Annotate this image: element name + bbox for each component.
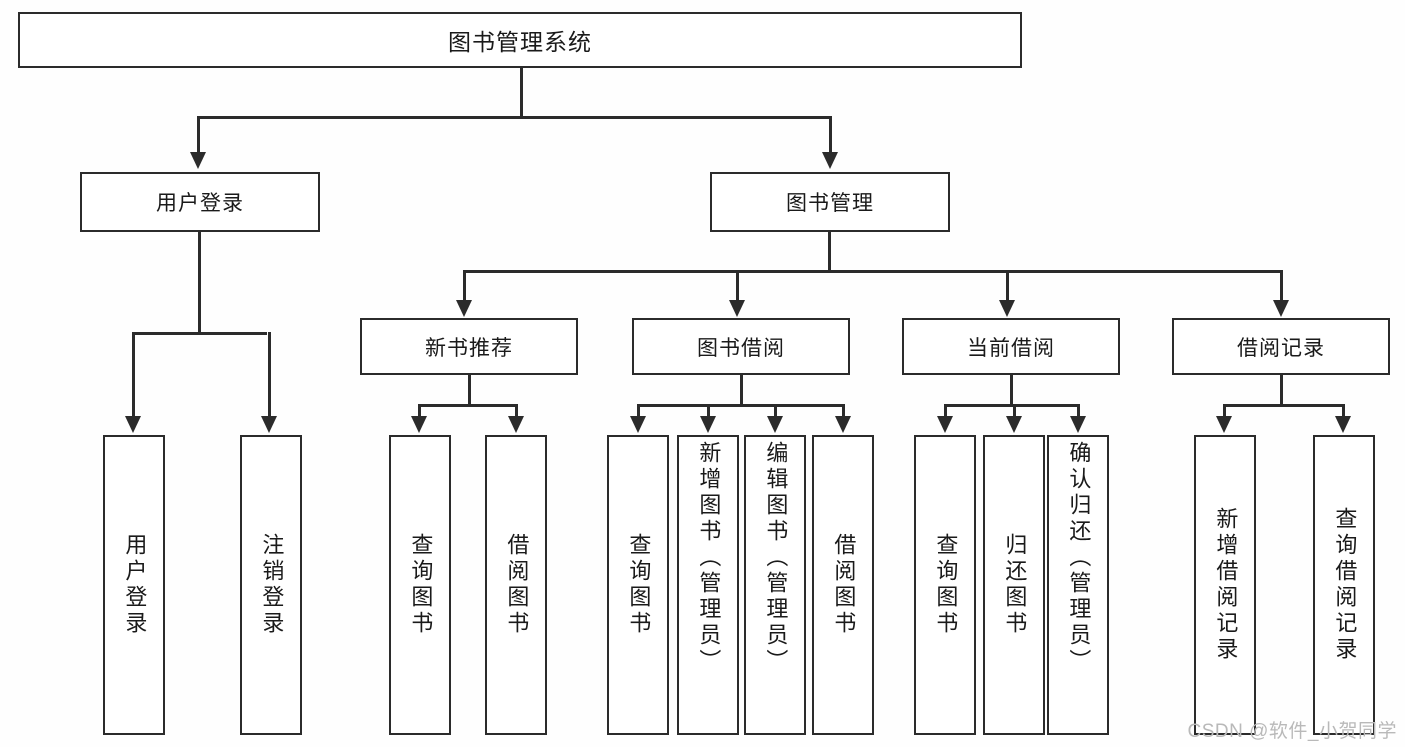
leaf-label: 注销登录 xyxy=(259,533,285,637)
leaf-query-borrow-record[interactable]: 查询借阅记录 xyxy=(1313,435,1375,735)
leaf-label: 新增借阅记录 xyxy=(1213,507,1239,663)
arrow-bookmgmt-to-current xyxy=(999,300,1015,317)
leaf-label: 查询图书 xyxy=(408,533,434,637)
node-book-management[interactable]: 图书管理 xyxy=(710,172,950,232)
connector-bookborrow-to-leaf3 xyxy=(774,404,777,418)
connector-borrowrecord-stem xyxy=(1280,375,1283,407)
leaf-query-book-recommend[interactable]: 查询图书 xyxy=(389,435,451,735)
node-new-book-recommend[interactable]: 新书推荐 xyxy=(360,318,578,375)
arrow-newbook-to-leaf2 xyxy=(508,416,524,433)
node-label: 新书推荐 xyxy=(425,336,513,360)
arrow-currentborrow-to-leaf3 xyxy=(1070,416,1086,433)
node-user-login[interactable]: 用户登录 xyxy=(80,172,320,232)
node-root-system[interactable]: 图书管理系统 xyxy=(18,12,1022,68)
watermark-text: CSDN @软件_小贺同学 xyxy=(1187,721,1397,742)
connector-root-stem xyxy=(520,68,523,117)
connector-userlogin-to-leaf1 xyxy=(132,332,135,418)
leaf-query-book-current[interactable]: 查询图书 xyxy=(914,435,976,735)
connector-bookmgmt-to-newbook xyxy=(463,270,466,303)
leaf-confirm-return-admin[interactable]: 确认归还（管理员） xyxy=(1047,435,1109,735)
arrow-root-to-bookmgmt xyxy=(822,152,838,169)
connector-currentborrow-stem xyxy=(1010,375,1013,407)
node-current-borrow[interactable]: 当前借阅 xyxy=(902,318,1120,375)
connector-bookmgmt-stem xyxy=(828,232,831,272)
node-label: 图书借阅 xyxy=(697,336,785,360)
arrow-bookborrow-to-leaf3 xyxy=(767,416,783,433)
arrow-bookborrow-to-leaf1 xyxy=(630,416,646,433)
connector-bookborrow-to-leaf2 xyxy=(707,404,710,418)
leaf-label: 用户登录 xyxy=(122,533,148,637)
leaf-label: 查询借阅记录 xyxy=(1332,507,1358,663)
connector-newbook-stem xyxy=(468,375,471,407)
leaf-label: 借阅图书 xyxy=(504,533,530,637)
connector-bookmgmt-to-current xyxy=(1006,270,1009,303)
connector-newbook-to-leaf1 xyxy=(418,404,421,418)
leaf-borrow-book[interactable]: 借阅图书 xyxy=(812,435,874,735)
leaf-edit-book-admin[interactable]: 编辑图书（管理员） xyxy=(744,435,806,735)
connector-root-to-userlogin xyxy=(197,116,200,154)
connector-bookborrow-bar xyxy=(637,404,845,407)
arrow-newbook-to-leaf1 xyxy=(411,416,427,433)
connector-bookmgmt-to-borrow xyxy=(736,270,739,303)
leaf-label: 查询图书 xyxy=(933,533,959,637)
connector-newbook-to-leaf2 xyxy=(515,404,518,418)
connector-bookborrow-to-leaf4 xyxy=(842,404,845,418)
connector-currentborrow-to-leaf2 xyxy=(1013,404,1016,418)
connector-borrowrecord-to-leaf2 xyxy=(1342,404,1345,418)
connector-userlogin-stem xyxy=(198,232,201,333)
leaf-add-borrow-record[interactable]: 新增借阅记录 xyxy=(1194,435,1256,735)
node-label: 借阅记录 xyxy=(1237,336,1325,360)
node-label: 当前借阅 xyxy=(967,336,1055,360)
leaf-label: 借阅图书 xyxy=(831,533,857,637)
arrow-bookborrow-to-leaf4 xyxy=(835,416,851,433)
connector-bookmgmt-bar xyxy=(463,270,1283,273)
arrow-userlogin-to-leaf1 xyxy=(125,416,141,433)
leaf-label: 确认归还（管理员） xyxy=(1066,441,1092,675)
arrow-userlogin-to-leaf2 xyxy=(261,416,277,433)
leaf-return-book[interactable]: 归还图书 xyxy=(983,435,1045,735)
leaf-query-book-borrow[interactable]: 查询图书 xyxy=(607,435,669,735)
arrow-root-to-userlogin xyxy=(190,152,206,169)
node-label: 图书管理 xyxy=(786,192,874,215)
arrow-borrowrecord-to-leaf2 xyxy=(1335,416,1351,433)
arrow-bookmgmt-to-newbook xyxy=(456,300,472,317)
leaf-add-book-admin[interactable]: 新增图书（管理员） xyxy=(677,435,739,735)
node-label: 图书管理系统 xyxy=(448,29,592,55)
connector-root-to-bookmgmt xyxy=(829,116,832,154)
arrow-currentborrow-to-leaf1 xyxy=(937,416,953,433)
node-book-borrow[interactable]: 图书借阅 xyxy=(632,318,850,375)
arrow-bookmgmt-to-record xyxy=(1273,300,1289,317)
connector-bookborrow-stem xyxy=(740,375,743,407)
leaf-label: 编辑图书（管理员） xyxy=(763,441,789,675)
leaf-borrow-book-recommend[interactable]: 借阅图书 xyxy=(485,435,547,735)
connector-bookborrow-to-leaf1 xyxy=(637,404,640,418)
node-label: 用户登录 xyxy=(156,192,244,215)
connector-bookmgmt-to-record xyxy=(1280,270,1283,303)
arrow-currentborrow-to-leaf2 xyxy=(1006,416,1022,433)
connector-currentborrow-to-leaf3 xyxy=(1077,404,1080,418)
connector-root-bar xyxy=(197,116,832,119)
connector-currentborrow-bar xyxy=(944,404,1078,407)
connector-currentborrow-to-leaf1 xyxy=(944,404,947,418)
leaf-label: 新增图书（管理员） xyxy=(696,441,722,675)
leaf-logout[interactable]: 注销登录 xyxy=(240,435,302,735)
leaf-label: 查询图书 xyxy=(626,533,652,637)
connector-userlogin-to-leaf2 xyxy=(268,332,271,418)
arrow-bookmgmt-to-borrow xyxy=(729,300,745,317)
connector-borrowrecord-bar xyxy=(1223,404,1345,407)
leaf-user-login[interactable]: 用户登录 xyxy=(103,435,165,735)
connector-newbook-bar xyxy=(418,404,518,407)
arrow-bookborrow-to-leaf2 xyxy=(700,416,716,433)
connector-userlogin-bar xyxy=(132,332,267,335)
node-borrow-record[interactable]: 借阅记录 xyxy=(1172,318,1390,375)
arrow-borrowrecord-to-leaf1 xyxy=(1216,416,1232,433)
connector-borrowrecord-to-leaf1 xyxy=(1223,404,1226,418)
leaf-label: 归还图书 xyxy=(1002,533,1028,637)
